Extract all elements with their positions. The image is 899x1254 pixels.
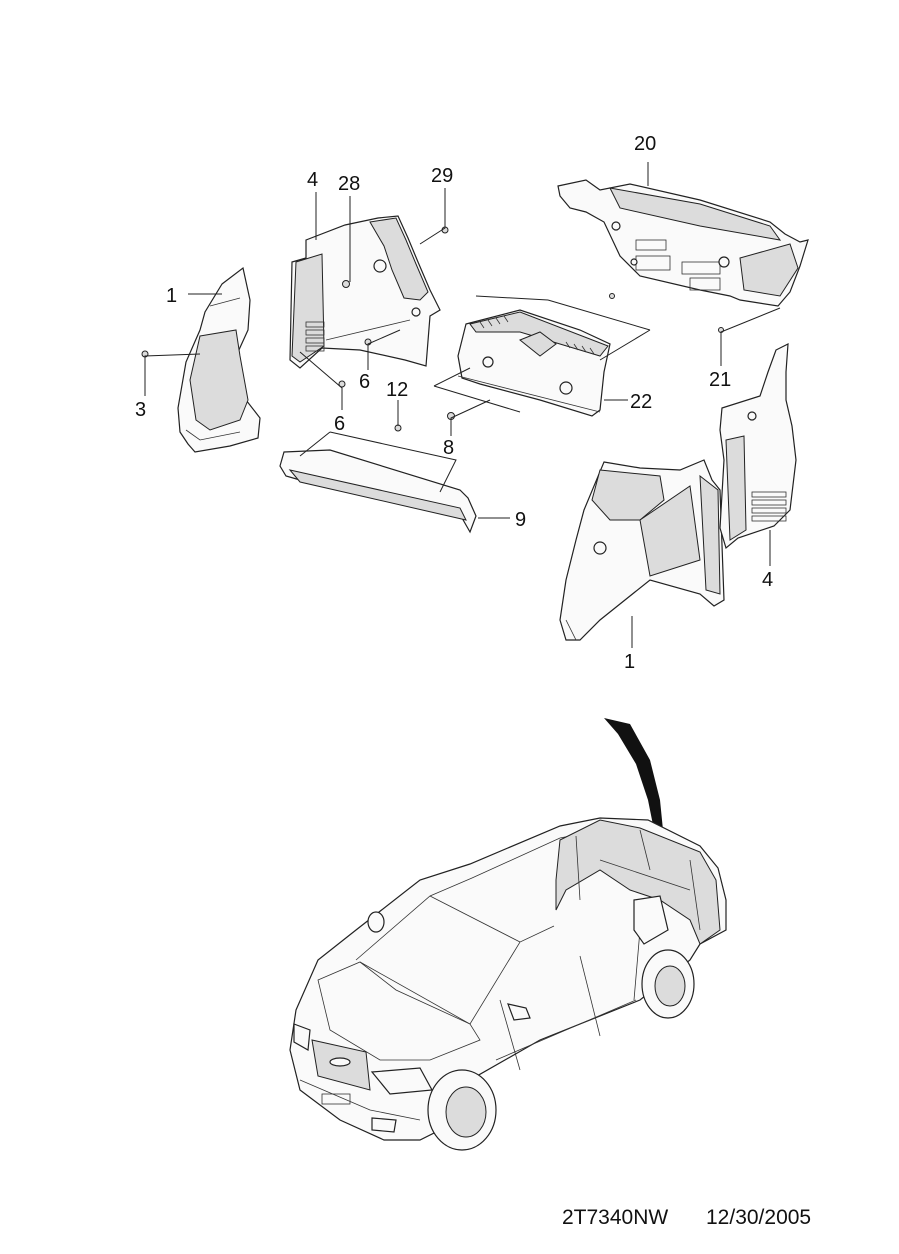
leader-lines (144, 162, 781, 648)
part-1-left-trim (177, 266, 261, 453)
callout-6-upper: 6 (359, 371, 370, 393)
callout-1-right: 1 (624, 651, 635, 673)
callout-9: 9 (515, 509, 526, 531)
part-9-sill-plate (279, 449, 477, 534)
callout-28: 28 (338, 173, 360, 195)
callout-6-lower: 6 (334, 413, 345, 435)
callout-20: 20 (634, 133, 656, 155)
fastener-top (609, 293, 615, 299)
callout-12: 12 (386, 379, 408, 401)
callout-1-left: 1 (166, 285, 177, 307)
part-20-rear-shelf (557, 179, 809, 307)
part-22-front-trim (433, 295, 651, 417)
callout-8: 8 (443, 437, 454, 459)
vehicle-outline (289, 817, 727, 1151)
callout-22: 22 (630, 391, 652, 413)
part-4-left-upper-trim (289, 215, 441, 369)
drawing-date: 12/30/2005 (706, 1206, 811, 1229)
callout-29: 29 (431, 165, 453, 187)
callout-21: 21 (709, 369, 731, 391)
fastener-28 (342, 280, 350, 288)
callout-labels: 1 3 4 28 29 6 6 12 8 9 20 21 22 1 4 (135, 133, 773, 673)
callout-4-right: 4 (762, 569, 773, 591)
callout-3: 3 (135, 399, 146, 421)
part-1-right-trim (559, 459, 725, 641)
drawing-code: 2T7340NW (562, 1206, 668, 1229)
part-4-right-trim (719, 342, 797, 550)
fastener-6-lower (338, 380, 346, 388)
callout-4-left: 4 (307, 169, 318, 191)
